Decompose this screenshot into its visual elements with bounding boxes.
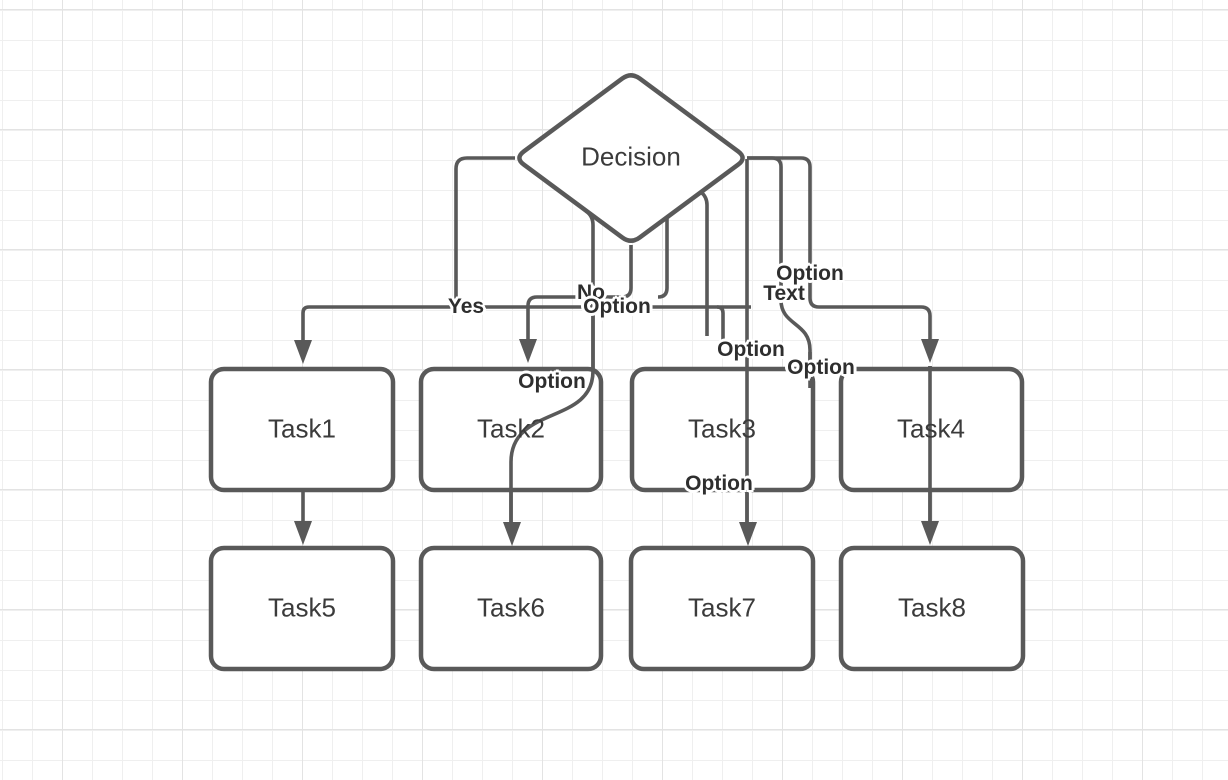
node-task3[interactable] xyxy=(629,366,816,493)
edge-path xyxy=(509,300,595,522)
edge-label-option-c[interactable]: Option xyxy=(787,356,855,379)
task8-box xyxy=(838,545,1026,672)
arrowhead xyxy=(519,339,537,363)
edge-task1-task5[interactable] xyxy=(294,490,312,545)
node-task1[interactable] xyxy=(208,366,396,493)
edge-label-option-e[interactable]: Option xyxy=(685,472,753,495)
node-task7[interactable] xyxy=(628,545,816,672)
edge-decision-task4-option-text[interactable] xyxy=(747,156,939,363)
edge-decision-option-stub[interactable] xyxy=(657,217,669,299)
arrowhead xyxy=(294,521,312,545)
edge-label-option-text-line1[interactable]: Option xyxy=(776,262,844,285)
edge-label-option-a[interactable]: Option xyxy=(583,295,651,318)
edge-path xyxy=(716,305,725,340)
edge-path xyxy=(301,305,310,340)
task5-box xyxy=(208,545,396,672)
edge-path xyxy=(747,156,932,339)
edge-overlays xyxy=(509,300,932,522)
task3-box xyxy=(629,366,816,493)
task6-box xyxy=(418,545,604,672)
edge-path xyxy=(657,217,669,299)
edge-label-option-text-line2[interactable]: Text xyxy=(763,282,805,305)
task7-box xyxy=(628,545,816,672)
edge-label-option-b[interactable]: Option xyxy=(717,338,785,361)
decision-diamond-shape xyxy=(517,73,745,243)
edge-decision-task1-yes[interactable] xyxy=(294,156,751,364)
edge-decision-task2-no[interactable] xyxy=(519,245,633,363)
edge-decision-task3-option[interactable] xyxy=(699,190,725,340)
arrowhead xyxy=(503,522,521,546)
node-task6[interactable] xyxy=(418,545,604,672)
edge-path xyxy=(454,156,515,307)
node-task8[interactable] xyxy=(838,545,1026,672)
task1-box xyxy=(208,366,396,493)
edge-label-yes[interactable]: Yes xyxy=(447,295,485,318)
edge-path xyxy=(526,245,633,339)
arrowhead xyxy=(921,521,939,545)
edge-label-no[interactable]: No xyxy=(577,281,605,304)
node-task5[interactable] xyxy=(208,545,396,672)
arrowhead xyxy=(739,522,757,546)
arrowhead xyxy=(921,339,939,363)
arrowhead xyxy=(294,340,312,364)
edge-path xyxy=(699,190,709,336)
edge-label-option-d[interactable]: Option xyxy=(518,370,586,393)
node-decision[interactable] xyxy=(517,73,745,243)
